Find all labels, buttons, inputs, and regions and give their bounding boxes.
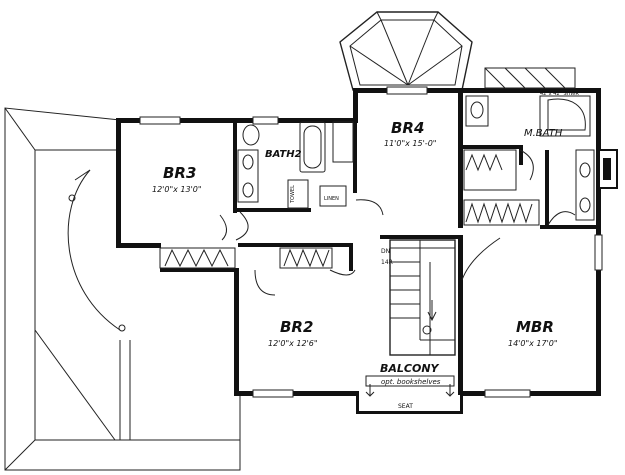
towel-label: TOWEL xyxy=(290,185,296,204)
bookshelves xyxy=(365,375,455,397)
stair-risers-label: 14R xyxy=(381,259,393,266)
seat-label: SEAT xyxy=(398,403,413,410)
br3-label: BR3 xyxy=(163,164,196,182)
br4-dimensions: 11'0"x 15'-0" xyxy=(384,139,436,148)
bath2-label: BATH2 xyxy=(265,149,302,160)
mbr-dimensions: 14'0"x 17'0" xyxy=(508,339,558,348)
interior-walls xyxy=(160,118,596,395)
doors xyxy=(219,149,576,296)
bay-window xyxy=(339,11,473,91)
staircase xyxy=(389,239,456,356)
bookshelves-note: opt. bookshelves xyxy=(381,378,441,386)
stair-down-label: DN xyxy=(381,248,390,255)
br2-label: BR2 xyxy=(280,318,313,336)
balcony-label: BALCONY xyxy=(380,362,440,375)
br2-dimensions: 12'0"x 12'6" xyxy=(268,339,318,348)
bath2-fixtures xyxy=(237,121,347,209)
roof-outline xyxy=(4,107,241,471)
mbath-label: M.BATH xyxy=(524,128,563,139)
windows xyxy=(139,86,603,398)
fireplace xyxy=(598,149,618,189)
br3-dimensions: 12'0"x 13'0" xyxy=(152,185,202,194)
shower-label: 42"x 42" SHWR xyxy=(540,91,579,97)
br4-label: BR4 xyxy=(391,119,424,137)
mbr-label: MBR xyxy=(516,318,554,336)
closets xyxy=(159,121,540,269)
mbath-fixtures xyxy=(465,67,595,221)
linen-label: LINEN xyxy=(324,196,339,202)
